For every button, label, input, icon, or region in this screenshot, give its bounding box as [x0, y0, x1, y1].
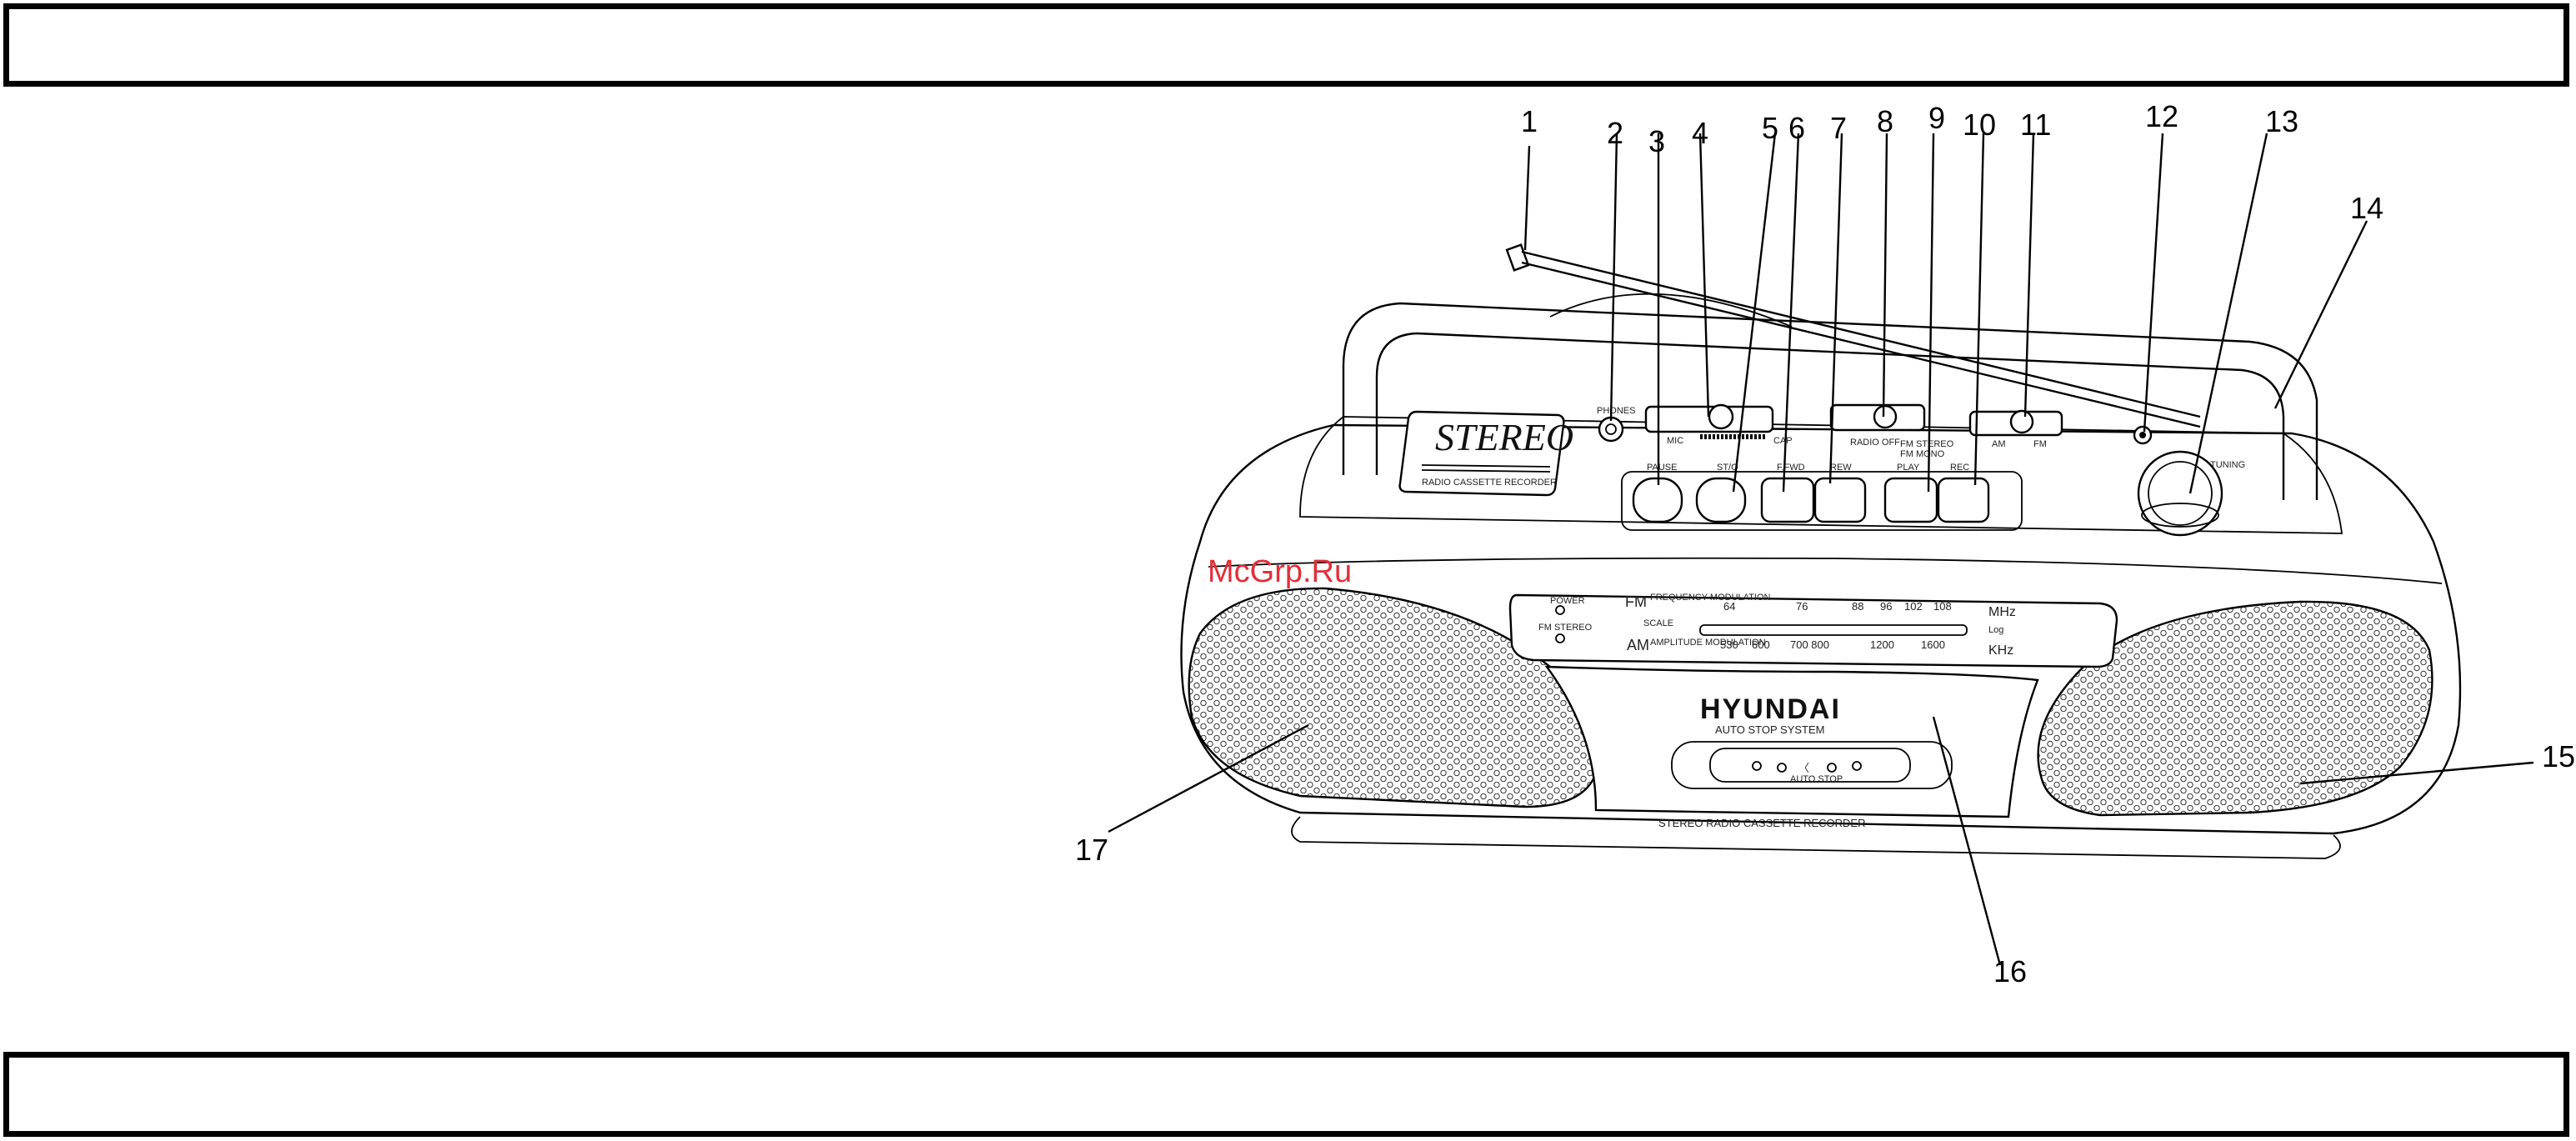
cap-label: CAP [1773, 436, 1793, 446]
power-label: POWER [1550, 596, 1585, 606]
deck-buttons: PAUSE ST/O F.FWD REW PLAY REC [1621, 463, 2023, 531]
record-button[interactable]: REC [1937, 463, 1990, 523]
badge-subtitle: RADIO CASSETTE RECORDER [1422, 478, 1557, 488]
brand-logo: HYUNDAI [1700, 693, 1841, 725]
fm-scale-96: 96 [1880, 600, 1892, 613]
auto-stop-arrow-icon: 〈 [1798, 762, 1809, 774]
antenna [1505, 243, 2201, 428]
function-label-fm-stereo: FM STEREO [1900, 439, 1954, 449]
band-label-am: AM [1992, 439, 2006, 449]
fast-forward-button[interactable]: F.FWD [1760, 463, 1815, 523]
callout-17: 17 [1075, 833, 1108, 867]
radio-body [1180, 416, 2462, 859]
stereo-badge: STEREO RADIO CASSETTE RECORDER [1398, 410, 1573, 497]
callout-12: 12 [2145, 99, 2178, 133]
scale-label: SCALE [1643, 618, 1673, 628]
callout-13: 13 [2265, 104, 2298, 138]
band-switch[interactable]: AM FM [1968, 409, 2063, 449]
callout-5: 5 [1762, 111, 1778, 145]
callout-9: 9 [1928, 101, 1945, 135]
fm-scale-88: 88 [1852, 600, 1863, 613]
auto-stop-label: AUTO STOP [1790, 774, 1843, 784]
callout-14: 14 [2350, 191, 2383, 225]
fm-label: FM [1625, 593, 1647, 610]
am-scale-700-800: 700 800 [1790, 638, 1829, 651]
pause-button[interactable]: PAUSE [1632, 463, 1683, 523]
am-scale-1200: 1200 [1870, 638, 1894, 651]
function-switch[interactable]: RADIO OFF FM STEREO FM MONO [1829, 403, 1954, 459]
function-label-fm-mono: FM MONO [1900, 449, 1945, 459]
function-label-radio-off: RADIO OFF [1850, 438, 1900, 448]
callout-numbers: 1 2 3 4 5 6 7 8 9 10 11 12 13 14 15 16 1… [1075, 99, 2575, 988]
callout-10: 10 [1963, 108, 1996, 142]
play-label: PLAY [1897, 463, 1920, 473]
callout-11: 11 [2020, 108, 2051, 142]
fm-stereo-label: FM STEREO [1538, 623, 1593, 633]
callout-16: 16 [1993, 954, 2027, 988]
am-scale-1600: 1600 [1921, 638, 1945, 651]
callout-4: 4 [1692, 116, 1708, 150]
khz-label: KHz [1988, 643, 2013, 658]
callout-15: 15 [2542, 739, 2575, 773]
tuning-label: TUNING [2210, 460, 2245, 470]
am-scale-600: 600 [1752, 638, 1770, 651]
phones-jack[interactable]: PHONES [1597, 406, 1635, 443]
watermark: McGrp.Ru [1208, 554, 1352, 589]
rew-label: REW [1830, 463, 1852, 473]
tuning-knob[interactable]: TUNING [2137, 450, 2245, 537]
am-sub-label: AMPLITUDE MODULATION [1650, 638, 1766, 648]
header-bar [3, 3, 2569, 87]
mic-label: MIC [1667, 436, 1683, 446]
am-label: AM [1627, 637, 1649, 653]
callout-2: 2 [1607, 116, 1623, 150]
callout-8: 8 [1877, 104, 1893, 138]
stop-label: ST/O [1717, 463, 1738, 473]
pause-label: PAUSE [1647, 463, 1677, 473]
log-label: Log [1988, 625, 2003, 635]
cassette-door[interactable]: HYUNDAI AUTO STOP SYSTEM 〈 AUTO STOP STE… [1544, 665, 2039, 829]
indicator-lamp [2133, 425, 2153, 445]
badge-title: STEREO [1435, 416, 1573, 458]
mic-cap-slider[interactable]: MIC CAP [1644, 403, 1793, 446]
tuning-dial: POWER FM STEREO FM FREQUENCY MODULATION … [1508, 593, 2118, 668]
fm-scale-64: 64 [1723, 600, 1735, 613]
fm-sub-label: FREQUENCY MODULATION [1650, 593, 1770, 603]
auto-stop-system-label: AUTO STOP SYSTEM [1715, 723, 1824, 736]
callout-lines [1108, 133, 2534, 966]
rec-label: REC [1950, 463, 1969, 473]
callout-3: 3 [1648, 124, 1665, 158]
callout-7: 7 [1830, 111, 1847, 145]
callout-6: 6 [1788, 111, 1805, 145]
mhz-label: MHz [1988, 605, 2016, 619]
bottom-model-text: STEREO RADIO CASSETTE RECORDER [1658, 817, 1865, 829]
am-scale-530: 530 [1720, 638, 1738, 651]
play-button[interactable]: PLAY [1883, 463, 1938, 523]
fm-scale-76: 76 [1796, 600, 1808, 613]
footer-bar [3, 1052, 2569, 1137]
fm-scale-108: 108 [1933, 600, 1952, 613]
rewind-button[interactable]: REW [1813, 463, 1867, 523]
band-label-fm: FM [2033, 439, 2047, 449]
callout-1: 1 [1521, 104, 1538, 138]
fm-scale-102: 102 [1904, 600, 1923, 613]
phones-label: PHONES [1597, 406, 1635, 416]
ffwd-label: F.FWD [1777, 463, 1805, 473]
